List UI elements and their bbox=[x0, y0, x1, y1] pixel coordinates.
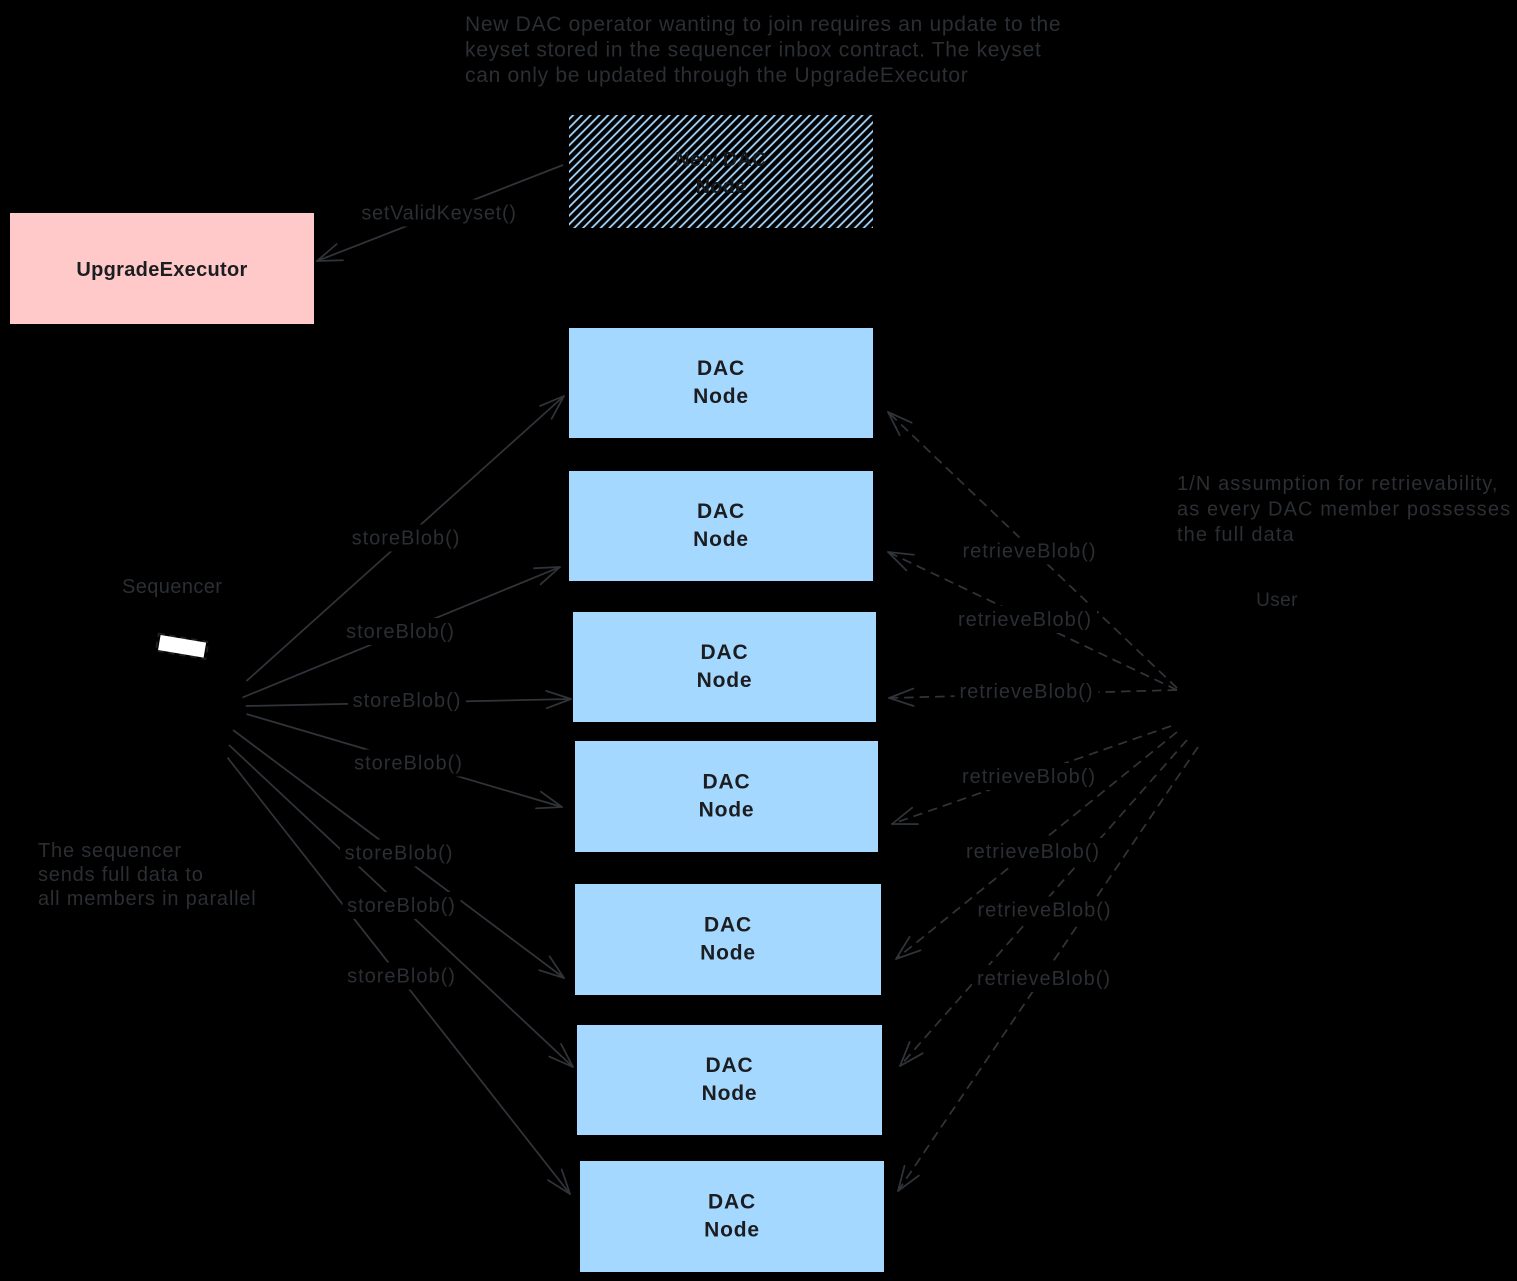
svg-text:UpgradeExecutor: UpgradeExecutor bbox=[76, 259, 247, 281]
svg-text:retrieveBlob(): retrieveBlob() bbox=[958, 609, 1092, 631]
svg-text:New DAC: New DAC bbox=[675, 149, 766, 171]
svg-text:Node: Node bbox=[693, 385, 749, 408]
svg-text:Node: Node bbox=[700, 942, 756, 965]
svg-text:Node: Node bbox=[702, 1082, 758, 1105]
svg-text:storeBlob(): storeBlob() bbox=[347, 895, 456, 917]
svg-text:as every DAC member possesses: as every DAC member possesses bbox=[1177, 499, 1511, 521]
svg-text:storeBlob(): storeBlob() bbox=[345, 843, 454, 865]
svg-text:DAC: DAC bbox=[704, 914, 752, 937]
svg-text:storeBlob(): storeBlob() bbox=[346, 621, 455, 643]
svg-text:can only be updated through th: can only be updated through the UpgradeE… bbox=[465, 64, 968, 87]
svg-text:retrieveBlob(): retrieveBlob() bbox=[977, 968, 1111, 990]
svg-text:Node: Node bbox=[704, 1219, 760, 1242]
svg-text:the full data: the full data bbox=[1177, 524, 1295, 546]
svg-text:Node: Node bbox=[693, 528, 749, 551]
svg-text:User: User bbox=[1256, 590, 1298, 611]
svg-text:DAC: DAC bbox=[701, 641, 749, 664]
svg-text:New DAC operator wanting to jo: New DAC operator wanting to join require… bbox=[465, 13, 1061, 36]
svg-text:DAC: DAC bbox=[706, 1054, 754, 1077]
svg-text:retrieveBlob(): retrieveBlob() bbox=[966, 841, 1100, 863]
svg-text:sends full data to: sends full data to bbox=[38, 864, 204, 886]
svg-text:retrieveBlob(): retrieveBlob() bbox=[962, 766, 1096, 788]
svg-text:Node: Node bbox=[699, 799, 755, 822]
svg-text:DAC: DAC bbox=[708, 1191, 756, 1214]
svg-text:The sequencer: The sequencer bbox=[38, 840, 182, 862]
svg-text:Node: Node bbox=[697, 669, 753, 692]
svg-text:storeBlob(): storeBlob() bbox=[352, 528, 461, 550]
svg-text:storeBlob(): storeBlob() bbox=[354, 753, 463, 775]
svg-text:setValidKeyset(): setValidKeyset() bbox=[361, 203, 516, 225]
svg-text:retrieveBlob(): retrieveBlob() bbox=[977, 900, 1111, 922]
svg-text:Node: Node bbox=[696, 176, 747, 198]
svg-text:keyset stored in the sequencer: keyset stored in the sequencer inbox con… bbox=[465, 39, 1041, 62]
svg-text:DAC: DAC bbox=[703, 771, 751, 794]
svg-text:storeBlob(): storeBlob() bbox=[353, 690, 462, 712]
svg-text:all members in parallel: all members in parallel bbox=[38, 888, 256, 910]
svg-text:1/N assumption for retrievabil: 1/N assumption for retrievability, bbox=[1177, 473, 1499, 495]
svg-text:storeBlob(): storeBlob() bbox=[347, 966, 456, 988]
svg-text:retrieveBlob(): retrieveBlob() bbox=[962, 541, 1096, 563]
svg-text:retrieveBlob(): retrieveBlob() bbox=[959, 681, 1093, 703]
svg-text:Sequencer: Sequencer bbox=[122, 576, 222, 598]
svg-text:DAC: DAC bbox=[697, 357, 745, 380]
svg-text:DAC: DAC bbox=[697, 500, 745, 523]
